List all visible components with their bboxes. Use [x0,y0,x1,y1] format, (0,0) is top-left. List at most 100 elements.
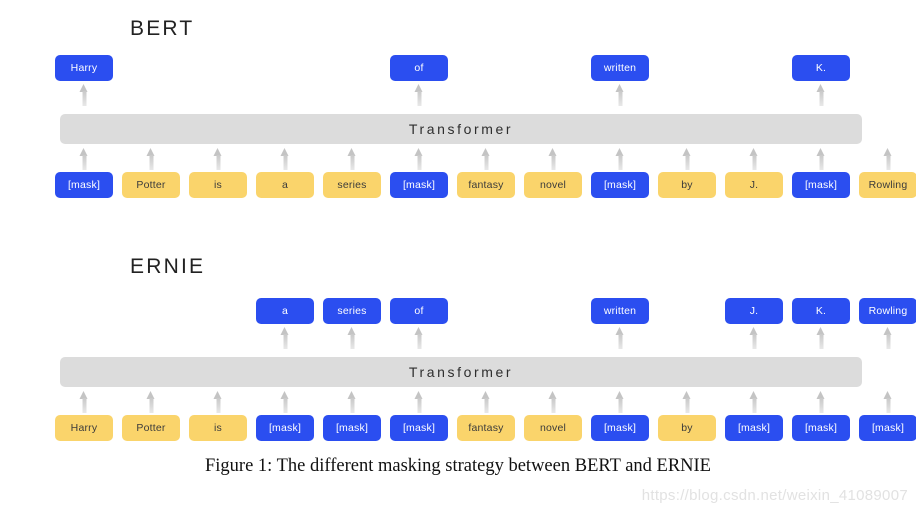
bert-output-arrow-cell [457,84,515,106]
ernie-output-cell: Rowling [859,298,916,324]
ernie-output-cell: written [591,298,649,324]
ernie-output-cell [524,298,582,324]
arrow-head [79,391,88,399]
arrow-stem [819,155,823,170]
arrow-head [615,391,624,399]
arrow-stem [685,155,689,170]
bert-input-word-token: Potter [122,172,180,198]
ernie-output-prediction-token: a [256,298,314,324]
bert-output-arrow-cell [792,84,850,106]
ernie-input-mask-token: [mask] [591,415,649,441]
bert-output-prediction-token: Harry [55,55,113,81]
arrow-stem [551,398,555,413]
arrow-stem [417,91,421,106]
arrow-head [79,148,88,156]
bert-output-cell [457,55,515,81]
bert-input-cell: J. [725,172,783,198]
arrow-head [280,327,289,335]
bert-input-arrow-cell [189,148,247,170]
ernie-output-arrow-cell [256,327,314,349]
bert-input-word-token: series [323,172,381,198]
arrow-stem [484,155,488,170]
ernie-output-prediction-token: Rowling [859,298,916,324]
bert-input-cell: a [256,172,314,198]
arrow-stem [618,398,622,413]
bert-output-cell [256,55,314,81]
arrow-stem [350,334,354,349]
arrow-stem [216,155,220,170]
up-arrow-icon [816,391,826,413]
up-arrow-icon [883,327,893,349]
ernie-input-word-token: novel [524,415,582,441]
bert-input-cell: [mask] [55,172,113,198]
bert-input-word-token: fantasy [457,172,515,198]
up-arrow-icon [79,391,89,413]
bert-input-cell: Potter [122,172,180,198]
bert-input-cell: fantasy [457,172,515,198]
bert-transformer-label: Transformer [408,121,514,137]
ernie-section-title: ERNIE [130,255,206,278]
arrow-head [347,148,356,156]
ernie-output-arrow-cell [591,327,649,349]
ernie-output-arrow-cell [55,327,113,349]
arrow-stem [417,334,421,349]
bert-input-arrow-cell [390,148,448,170]
ernie-input-arrow-row [55,391,892,413]
arrow-head [481,148,490,156]
ernie-output-prediction-token: J. [725,298,783,324]
ernie-input-cell: is [189,415,247,441]
bert-input-mask-token: [mask] [55,172,113,198]
ernie-input-arrow-cell [122,391,180,413]
arrow-head [213,391,222,399]
up-arrow-icon [146,391,156,413]
arrow-stem [484,398,488,413]
up-arrow-icon [615,391,625,413]
bert-input-cell: novel [524,172,582,198]
ernie-output-cell [658,298,716,324]
bert-output-arrow-cell [859,84,916,106]
up-arrow-icon [816,148,826,170]
arrow-head [615,148,624,156]
bert-input-arrow-row [55,148,892,170]
bert-output-arrow-cell [323,84,381,106]
arrow-stem [216,398,220,413]
up-arrow-icon [146,148,156,170]
ernie-input-cell: [mask] [390,415,448,441]
arrow-stem [82,155,86,170]
ernie-output-arrow-cell [658,327,716,349]
arrow-head [347,391,356,399]
ernie-output-cell [457,298,515,324]
bert-input-cell: is [189,172,247,198]
arrow-stem [618,155,622,170]
arrow-head [816,148,825,156]
ernie-input-arrow-cell [457,391,515,413]
bert-output-cell: written [591,55,649,81]
arrow-head [280,391,289,399]
ernie-transformer-label: Transformer [408,364,514,380]
up-arrow-icon [816,84,826,106]
up-arrow-icon [213,148,223,170]
ernie-input-cell: novel [524,415,582,441]
bert-output-prediction-token: written [591,55,649,81]
arrow-head [682,148,691,156]
arrow-head [79,84,88,92]
bert-output-arrow-cell [658,84,716,106]
arrow-head [816,327,825,335]
arrow-stem [618,91,622,106]
arrow-head [347,327,356,335]
bert-input-arrow-cell [658,148,716,170]
ernie-input-cell: Harry [55,415,113,441]
ernie-input-cell: fantasy [457,415,515,441]
ernie-input-arrow-cell [524,391,582,413]
ernie-input-cell: Potter [122,415,180,441]
up-arrow-icon [347,148,357,170]
bert-output-arrow-row [55,84,865,106]
arrow-stem [819,91,823,106]
arrow-head [481,391,490,399]
bert-output-cell [122,55,180,81]
bert-input-arrow-cell [55,148,113,170]
bert-output-cell [859,55,916,81]
arrow-head [883,391,892,399]
